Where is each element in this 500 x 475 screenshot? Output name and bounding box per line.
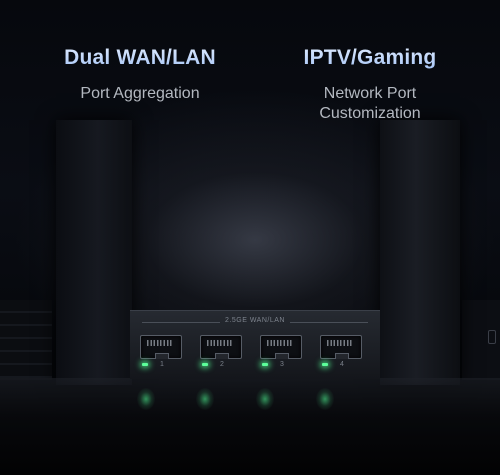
port-row: 1 2 3 4	[136, 331, 374, 375]
feature-subtitle: Network Port Customization	[270, 84, 470, 124]
status-led-icon	[322, 363, 328, 366]
router-right-edge	[462, 300, 500, 380]
ethernet-port-3: 3	[256, 331, 304, 375]
ethernet-port-2: 2	[196, 331, 244, 375]
feature-title: Dual WAN/LAN	[40, 44, 240, 72]
panel-divider-left	[142, 322, 220, 323]
router-port-panel: 2.5GE WAN/LAN 1 2 3 4	[130, 310, 380, 379]
feature-subtitle-line: Network Port	[323, 85, 417, 102]
status-led-icon	[202, 363, 208, 366]
led-reflection	[256, 388, 274, 410]
ethernet-port-4: 4	[316, 331, 364, 375]
status-led-icon	[262, 363, 268, 366]
ethernet-port-1: 1	[136, 331, 184, 375]
antenna-right	[380, 120, 460, 385]
feature-iptv-gaming: IPTV/Gaming Network Port Customization	[270, 44, 470, 124]
port-number: 4	[340, 361, 344, 368]
port-number: 1	[160, 361, 164, 368]
status-led-icon	[142, 363, 148, 366]
led-reflection	[316, 388, 334, 410]
panel-label: 2.5GE WAN/LAN	[225, 317, 285, 324]
ethernet-port-icon	[200, 335, 242, 359]
port-number: 2	[220, 361, 224, 368]
feature-title: IPTV/Gaming	[270, 44, 470, 72]
reset-button-icon	[488, 330, 496, 344]
panel-divider-right	[290, 322, 368, 323]
antenna-left	[56, 120, 132, 385]
ethernet-port-icon	[260, 335, 302, 359]
ethernet-port-icon	[140, 335, 182, 359]
led-reflection	[137, 388, 155, 410]
feature-subtitle-line: Port Aggregation	[80, 85, 200, 102]
port-number: 3	[280, 361, 284, 368]
glossy-surface	[0, 378, 500, 475]
led-reflection	[196, 388, 214, 410]
router-left-edge	[0, 300, 52, 380]
ethernet-port-icon	[320, 335, 362, 359]
feature-dual-wan-lan: Dual WAN/LAN Port Aggregation	[40, 44, 240, 104]
feature-subtitle-line: Customization	[319, 105, 421, 122]
feature-subtitle: Port Aggregation	[40, 84, 240, 104]
